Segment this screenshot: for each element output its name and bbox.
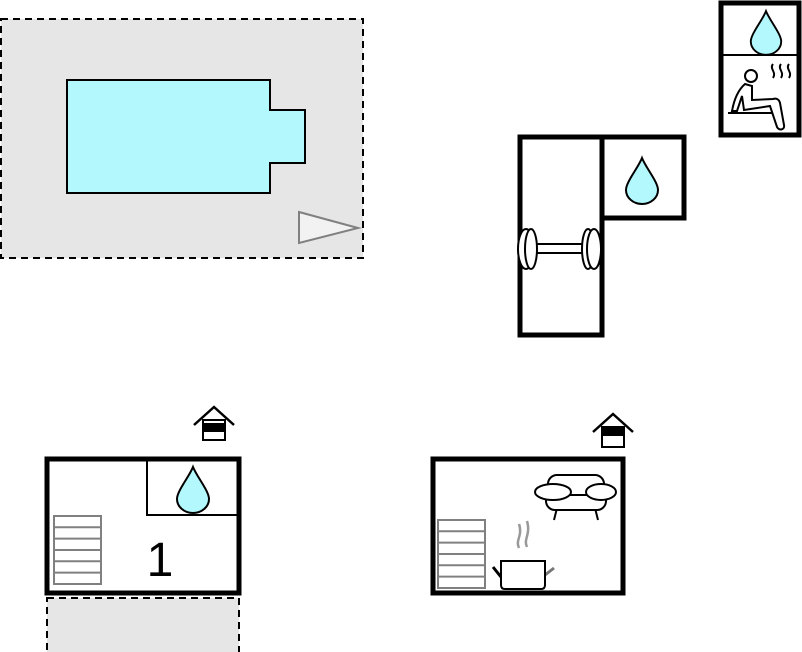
stairs-icon	[437, 519, 486, 589]
dumbbell-icon	[517, 228, 602, 270]
floor-label: 1	[147, 534, 174, 587]
cooking-pot-icon	[491, 520, 555, 590]
floor-1-plan: 1	[44, 405, 242, 652]
fitness-room	[517, 134, 687, 338]
house-entrance-icon	[591, 412, 635, 449]
terrace	[46, 597, 240, 652]
sauna-room	[718, 0, 802, 138]
stairs-icon	[53, 515, 102, 585]
direction-arrow-icon	[298, 210, 362, 245]
house-entrance-icon	[192, 405, 236, 442]
pool-area	[0, 18, 364, 259]
pool-icon	[66, 79, 306, 194]
living-floor-plan	[430, 412, 635, 596]
sofa-icon	[534, 474, 617, 521]
sauna-icon	[728, 63, 792, 131]
